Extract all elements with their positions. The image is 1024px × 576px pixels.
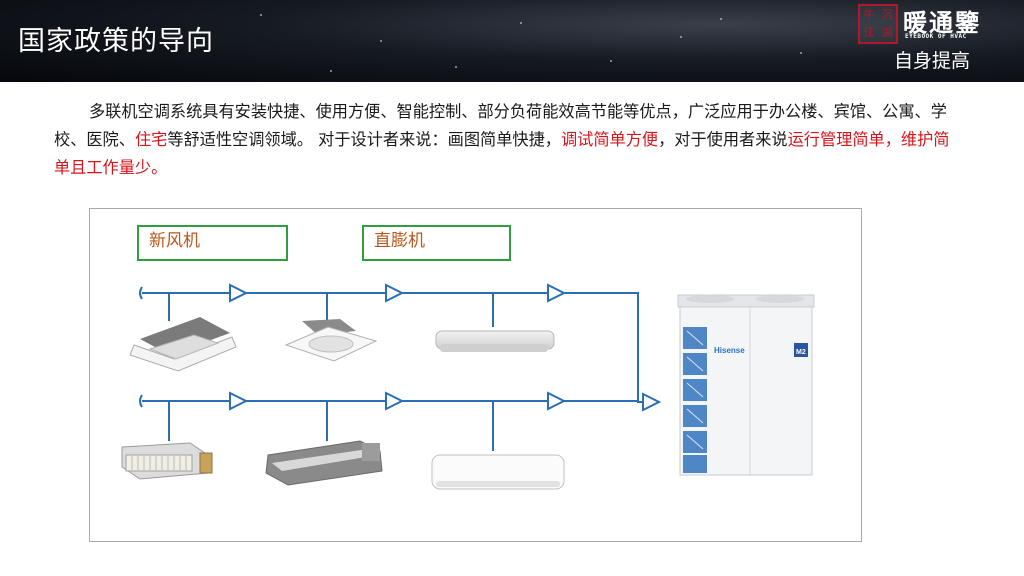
page-title: 国家政策的导向 [18, 26, 214, 57]
highlight-segment: 调试简单方便 [560, 130, 659, 149]
highlight-segment: 运行管理简单，维护简单且工作量少。 [54, 130, 950, 177]
header-banner: 国家政策的导向 牛沉 江湖 暖通鑒 EYEBOOK OF HVAC 自身提高 [0, 0, 1024, 82]
refrigerant-piping: Hisense M2 [121, 283, 815, 490]
text-segment: 多联机空调系统具有安装快捷、使用方便、智能控制、部分负荷能效高节能等优点，广泛应… [54, 102, 947, 149]
outdoor-model-badge: M2 [796, 349, 806, 356]
flow-arrow-icon [547, 391, 567, 411]
flow-arrows [229, 283, 662, 412]
text-segment: 等舒适性空调领域。 对于设计者来说：画图简单快捷， [167, 130, 561, 149]
flow-arrow-icon [547, 283, 567, 303]
vrf-system-diagram: 新风机 直膨机 [89, 208, 862, 542]
flow-arrow-icon [642, 392, 662, 412]
wall-mounted-unit-icon [431, 454, 565, 490]
flow-arrow-icon [229, 283, 249, 303]
highlight-segment: 住宅 [134, 130, 168, 149]
seal-logo: 牛沉 江湖 [858, 4, 898, 44]
round-cassette-icon [284, 319, 378, 362]
dx-unit-label: 直膨机 [362, 225, 511, 261]
ceiling-suspended-unit-icon [435, 330, 555, 352]
section-subtitle: 自身提高 [894, 50, 971, 72]
fresh-air-unit-label: 新风机 [137, 225, 288, 261]
flow-arrow-icon [385, 283, 405, 303]
brand-subtitle: EYEBOOK OF HVAC [905, 33, 967, 40]
text-segment: ，对于使用者来说 [658, 130, 788, 149]
slim-ducted-unit-icon [265, 440, 383, 486]
body-paragraph: 多联机空调系统具有安装快捷、使用方便、智能控制、部分负荷能效高节能等优点，广泛应… [54, 98, 959, 182]
flow-arrow-icon [385, 391, 405, 411]
flow-arrow-icon [229, 391, 249, 411]
outdoor-unit-icon: Hisense M2 [677, 294, 815, 476]
outdoor-brand-label: Hisense [714, 346, 745, 355]
pipe-lines [139, 286, 651, 451]
cassette-unit-icon [129, 317, 237, 372]
brand-name: 暖通鑒 [903, 8, 981, 37]
ducted-fresh-air-unit-icon [121, 442, 213, 480]
